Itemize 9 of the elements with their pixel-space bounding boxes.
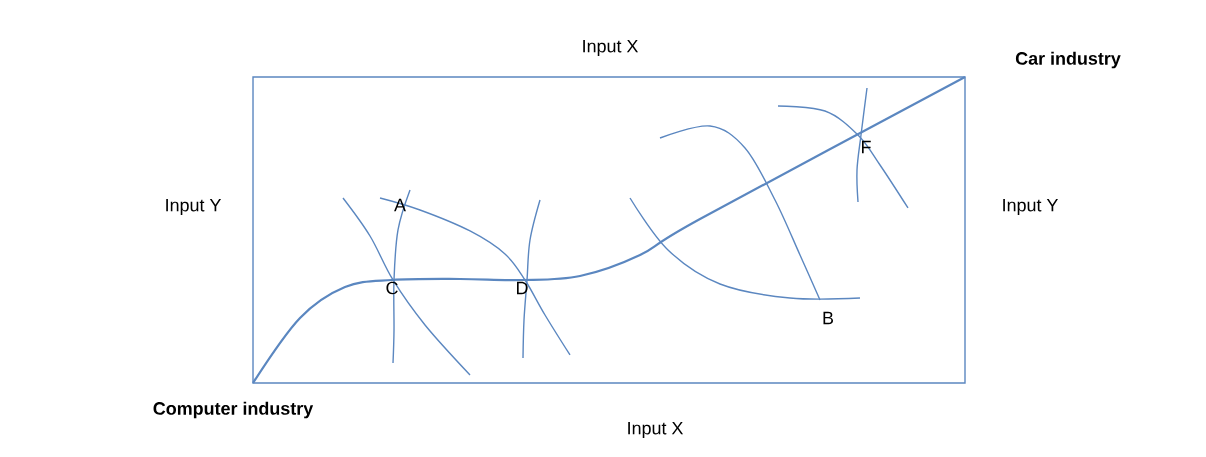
axis-label: Input Y xyxy=(1003,198,1058,215)
industry-label: Computer industry xyxy=(153,401,314,419)
point-label: F xyxy=(862,140,871,154)
point-label: D xyxy=(517,281,528,295)
axis-label: Input Y xyxy=(166,198,221,215)
axis-label: Input X xyxy=(628,421,684,438)
industry-label: Car industry xyxy=(1015,51,1121,69)
point-label: B xyxy=(823,311,834,325)
axis-label: Input X xyxy=(583,39,639,56)
